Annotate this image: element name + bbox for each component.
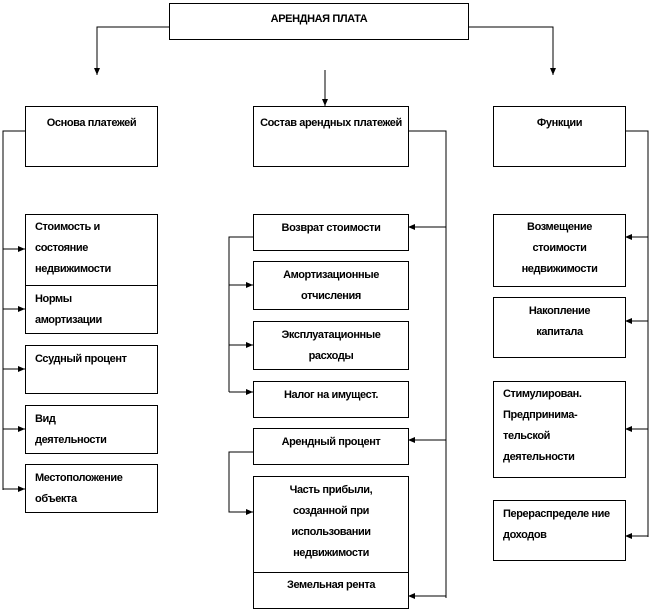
composition-group-cost-return: Возврат стоимости xyxy=(253,214,409,251)
function-item-business-stimulation: Стимулирован. Предпринима-тельской деяте… xyxy=(493,381,626,478)
composition-group-rent-interest: Арендный процент xyxy=(253,428,409,465)
composition-item-property-tax: Налог на имущест. xyxy=(253,381,409,418)
basis-item-location: Местоположение объекта xyxy=(25,464,158,513)
function-item-value-recovery: Возмещение стоимости недвижимости xyxy=(493,214,626,287)
composition-item-profit-share: Часть прибыли, созданной при использован… xyxy=(253,476,409,573)
basis-item-activity-type: Вид деятельности xyxy=(25,405,158,454)
root-title: АРЕНДНАЯ ПЛАТА xyxy=(169,3,469,40)
basis-item-depreciation: Нормы амортизации xyxy=(25,285,158,334)
function-item-capital-accumulation: Накопление капитала xyxy=(493,297,626,358)
composition-item-land-rent: Земельная рента xyxy=(253,572,409,609)
functions-heading: Функции xyxy=(493,106,626,167)
composition-item-operating-costs: Эксплуатационные расходы xyxy=(253,321,409,370)
basis-heading: Основа платежей xyxy=(25,106,158,167)
composition-item-depreciation: Амортизационные отчисления xyxy=(253,261,409,310)
composition-heading: Состав арендных платежей xyxy=(253,106,409,167)
basis-item-loan-interest: Ссудный процент xyxy=(25,345,158,394)
function-item-income-redistribution: Перераспределе ние доходов xyxy=(493,500,626,561)
basis-item-value-condition: Стоимость и состояние недвижимости xyxy=(25,214,158,286)
